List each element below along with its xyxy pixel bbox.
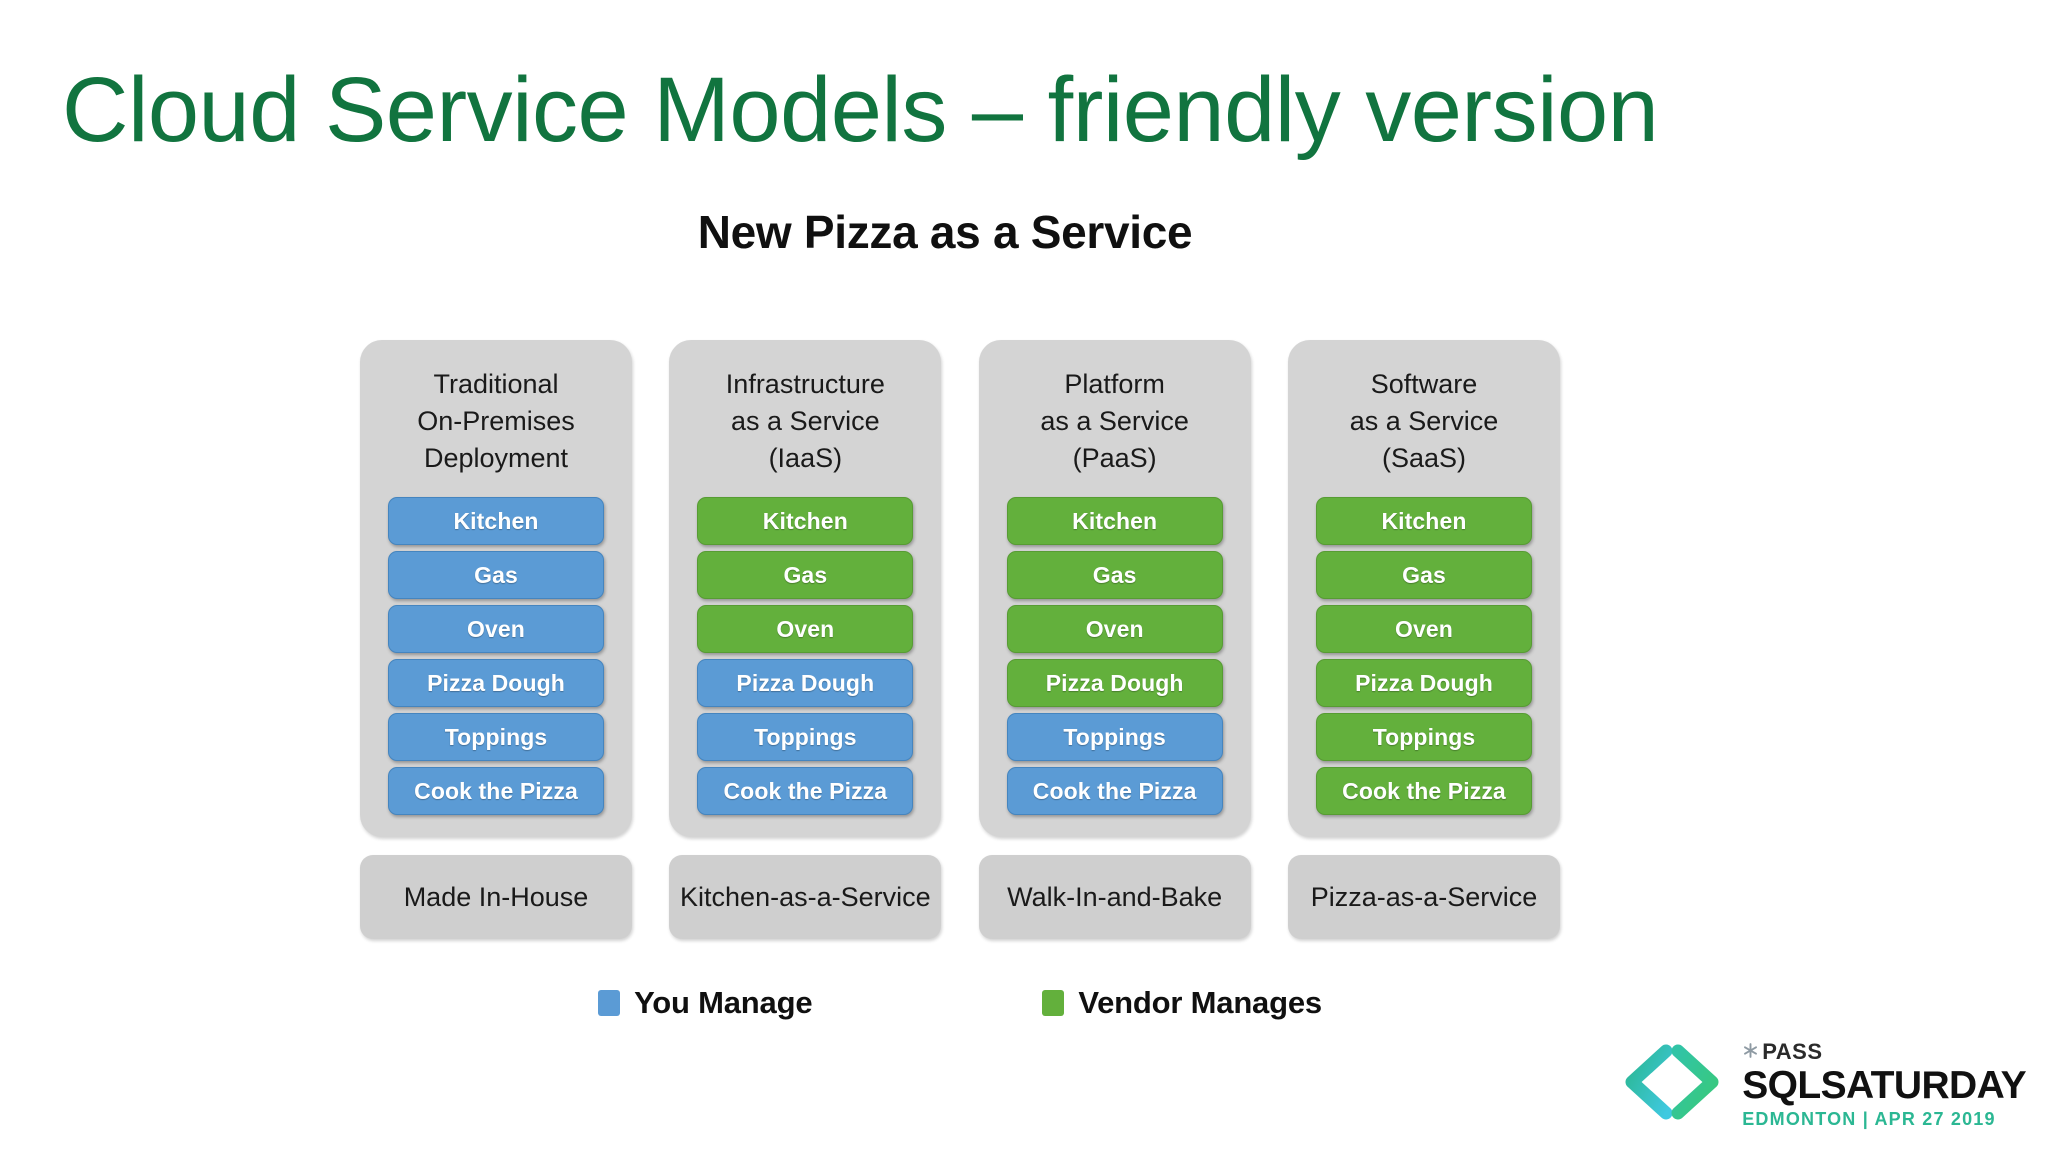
responsibility-pill[interactable]: Cook the Pizza bbox=[1315, 767, 1532, 815]
page-title: Cloud Service Models – friendly version bbox=[62, 59, 1659, 161]
service-model-caption: Kitchen-as-a-Service bbox=[669, 855, 942, 939]
responsibility-pill[interactable]: Gas bbox=[697, 551, 914, 599]
legend-label: Vendor Manages bbox=[1078, 985, 1322, 1020]
legend: You Manage Vendor Manages bbox=[0, 985, 1920, 1021]
service-model-header-line: (PaaS) bbox=[1072, 443, 1157, 473]
logo-brand-prefix: PASS bbox=[1762, 1039, 1823, 1064]
legend-item: You Manage bbox=[598, 985, 813, 1021]
legend-label: You Manage bbox=[634, 985, 813, 1020]
responsibility-pill[interactable]: Oven bbox=[388, 605, 604, 653]
responsibility-pill[interactable]: Gas bbox=[1006, 551, 1223, 599]
service-model-header: Software as a Service (SaaS) bbox=[1340, 366, 1509, 477]
responsibility-pill[interactable]: Kitchen bbox=[388, 497, 604, 545]
responsibility-pill[interactable]: Pizza Dough bbox=[1315, 659, 1532, 707]
responsibility-pill[interactable]: Toppings bbox=[697, 713, 914, 761]
service-model-header-line: Traditional bbox=[433, 369, 559, 399]
service-model-caption: Walk-In-and-Bake bbox=[978, 855, 1251, 939]
service-model-caption: Pizza-as-a-Service bbox=[1287, 855, 1560, 939]
responsibility-pill[interactable]: Cook the Pizza bbox=[697, 767, 914, 815]
service-model-header-line: as a Service bbox=[1040, 406, 1189, 436]
service-model-header: Infrastructure as a Service (IaaS) bbox=[716, 366, 895, 477]
responsibility-pill[interactable]: Gas bbox=[388, 551, 604, 599]
sqlsaturday-logo: PASS SQLSATURDAY EDMONTON | APR 27 2019 bbox=[1620, 1039, 2027, 1129]
responsibility-pill[interactable]: Pizza Dough bbox=[697, 659, 914, 707]
service-model-header-line: (IaaS) bbox=[768, 443, 843, 473]
responsibility-pill[interactable]: Toppings bbox=[388, 713, 604, 761]
service-model-header-line: as a Service bbox=[731, 406, 880, 436]
service-model-header-line: as a Service bbox=[1349, 406, 1499, 436]
service-model-header-line: Deployment bbox=[423, 443, 569, 473]
responsibility-pill[interactable]: Kitchen bbox=[1315, 497, 1532, 545]
service-model-caption: Made In-House bbox=[360, 855, 632, 939]
responsibility-pill[interactable]: Oven bbox=[697, 605, 914, 653]
responsibility-pill[interactable]: Pizza Dough bbox=[388, 659, 604, 707]
logo-event-info: EDMONTON | APR 27 2019 bbox=[1742, 1109, 1996, 1129]
legend-swatch-icon bbox=[598, 990, 621, 1016]
responsibility-pill[interactable]: Toppings bbox=[1006, 713, 1223, 761]
responsibility-pill[interactable]: Oven bbox=[1006, 605, 1223, 653]
asterisk-icon bbox=[1742, 1042, 1759, 1063]
responsibility-pill[interactable]: Cook the Pizza bbox=[388, 767, 604, 815]
responsibility-pill[interactable]: Kitchen bbox=[697, 497, 914, 545]
angle-brackets-icon bbox=[1620, 1043, 1728, 1126]
logo-brand-name: SQLSATURDAY bbox=[1742, 1064, 2026, 1107]
service-model-header-line: Infrastructure bbox=[725, 369, 885, 399]
responsibility-pill[interactable]: Oven bbox=[1315, 605, 1532, 653]
diagram-title: New Pizza as a Service bbox=[697, 206, 1193, 258]
responsibility-pill[interactable]: Gas bbox=[1315, 551, 1532, 599]
service-model-header-line: (SaaS) bbox=[1381, 443, 1466, 473]
service-model-header-line: On-Premises bbox=[417, 406, 575, 436]
service-model-header: Platform as a Service (PaaS) bbox=[1030, 366, 1199, 477]
responsibility-pill[interactable]: Toppings bbox=[1315, 713, 1532, 761]
service-model-header-line: Software bbox=[1370, 369, 1478, 399]
legend-swatch-icon bbox=[1042, 990, 1065, 1016]
responsibility-pill[interactable]: Kitchen bbox=[1006, 497, 1223, 545]
legend-item: Vendor Manages bbox=[1042, 985, 1322, 1021]
responsibility-pill[interactable]: Pizza Dough bbox=[1006, 659, 1223, 707]
responsibility-pill[interactable]: Cook the Pizza bbox=[1006, 767, 1223, 815]
service-model-header-line: Platform bbox=[1064, 369, 1165, 399]
